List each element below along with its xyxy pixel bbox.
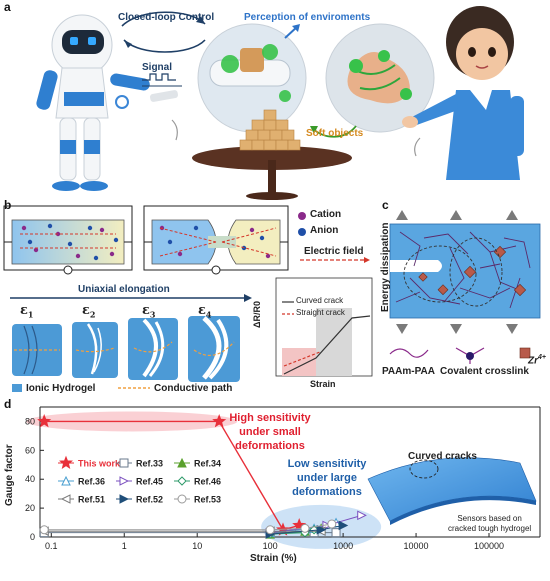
data-point-ref-53 bbox=[39, 525, 49, 535]
ion-cell-unstretched bbox=[3, 205, 133, 275]
curved-crack-label: Curved crack bbox=[296, 296, 344, 305]
panel-b-letter: b bbox=[4, 198, 12, 212]
y-tick-label: 40 bbox=[25, 474, 35, 484]
y-tick-label: 20 bbox=[25, 503, 35, 513]
high-sensitivity-label: High sensitivity under small deformation… bbox=[229, 412, 311, 452]
panel-c-letter: c bbox=[382, 198, 389, 212]
ionic-hydrogel-label: Ionic Hydrogel bbox=[26, 383, 96, 394]
sensors-label: Sensors based on cracked tough hydrogel bbox=[448, 514, 532, 533]
zr-label: Zr4+ bbox=[528, 354, 546, 367]
epsilon-3: ε3 bbox=[142, 303, 156, 320]
y-axis-label: Gauge factor bbox=[4, 444, 15, 506]
signal-arrow bbox=[123, 39, 206, 53]
series-line-ref-53 bbox=[44, 523, 332, 531]
electric-field-label: Electric field bbox=[304, 246, 364, 257]
legend-marker-ref-51 bbox=[60, 494, 71, 504]
sensor-sheet bbox=[367, 457, 537, 522]
data-point-this-work bbox=[292, 518, 307, 532]
legend-marker-this-work bbox=[59, 455, 73, 470]
conductive-path-label: Conductive path bbox=[154, 383, 233, 394]
data-point-ref-53 bbox=[327, 519, 337, 529]
boy-figure bbox=[402, 6, 524, 180]
cation-label: Cation bbox=[310, 209, 342, 220]
inset-x-label: Strain bbox=[310, 379, 336, 389]
covalent-crosslink-icon bbox=[455, 347, 485, 364]
data-point-this-work bbox=[37, 414, 52, 428]
legend-marker-ref-52 bbox=[119, 494, 130, 504]
straight-crack-label: Straight crack bbox=[296, 308, 345, 317]
table-top bbox=[192, 146, 352, 170]
closed-loop-label: Closed-loop Control bbox=[118, 12, 215, 23]
panel-a-illustration bbox=[36, 6, 524, 200]
anion-icon bbox=[298, 228, 306, 236]
data-point-ref-52 bbox=[338, 520, 349, 531]
legend-label-ref-33: Ref.33 bbox=[136, 459, 163, 469]
data-point-ref-33 bbox=[331, 528, 341, 538]
epsilon-2: ε2 bbox=[82, 303, 96, 320]
data-point-this-work bbox=[212, 414, 227, 428]
panel-b-illustration bbox=[3, 205, 373, 392]
data-point-ref-45 bbox=[357, 510, 367, 521]
uniaxial-label: Uniaxial elongation bbox=[78, 284, 170, 295]
legend-marker-ref-46 bbox=[177, 476, 187, 486]
legend-marker-ref-36 bbox=[61, 475, 71, 486]
y-tick-label: 80 bbox=[25, 416, 35, 426]
anion-label: Anion bbox=[310, 225, 339, 236]
legend-label-ref-53: Ref.53 bbox=[194, 495, 221, 505]
legend-marker-ref-45 bbox=[119, 476, 130, 486]
ion-cell-stretched bbox=[143, 205, 289, 275]
crack-strip-3 bbox=[128, 318, 178, 380]
legend-label-ref-46: Ref.46 bbox=[194, 477, 221, 487]
x-tick-label: 1 bbox=[122, 541, 127, 551]
zr-ion-icon bbox=[519, 347, 531, 359]
data-point-ref-52 bbox=[316, 524, 327, 535]
panel-d-letter: d bbox=[4, 397, 12, 411]
legend-marker-ref-53 bbox=[177, 494, 187, 504]
legend-marker-ref-33 bbox=[119, 458, 129, 468]
x-axis-label: Strain (%) bbox=[250, 553, 297, 564]
data-point-ref-53 bbox=[300, 523, 310, 533]
legend-marker-ref-34 bbox=[177, 457, 187, 468]
gauge-factor-chart: 0.1 1 10 100 1000 10000 100000 0 20 40 60 80Strain … bbox=[4, 406, 541, 564]
legend-label-ref-34: Ref.34 bbox=[194, 459, 221, 469]
legend-label-ref-36: Ref.36 bbox=[78, 477, 105, 487]
panel-c-network bbox=[389, 210, 541, 364]
curved-cracks-circle bbox=[409, 459, 439, 479]
crack-strip-4 bbox=[188, 316, 240, 382]
legend-label-this-work: This work bbox=[78, 459, 121, 469]
inset-y-label: ΔR/R0 bbox=[252, 301, 262, 328]
soft-objects-label: Soft objects bbox=[306, 128, 364, 139]
crack-strip-2 bbox=[72, 322, 118, 378]
x-tick-label: 100000 bbox=[474, 541, 504, 551]
paam-label: PAAm-PAA bbox=[382, 366, 435, 377]
soft-objects-pile bbox=[239, 109, 301, 151]
legend-label-ref-52: Ref.52 bbox=[136, 495, 163, 505]
crack-strip-1 bbox=[12, 324, 62, 376]
x-tick-label: 10 bbox=[192, 541, 202, 551]
series-line-this-work bbox=[44, 420, 300, 531]
ionic-hydrogel-swatch bbox=[12, 384, 22, 392]
curved-cracks-label: Curved cracks bbox=[408, 451, 477, 462]
x-tick-label: 0.1 bbox=[45, 541, 58, 551]
energy-dissipation-label: Energy dissipation bbox=[380, 222, 391, 312]
low-sensitivity-label: Low sensitivity under large deformations bbox=[287, 458, 367, 498]
epsilon-4: ε4 bbox=[198, 303, 212, 320]
resistance-inset-graph bbox=[275, 277, 373, 377]
data-point-ref-53 bbox=[265, 525, 275, 535]
cation-icon bbox=[298, 212, 306, 220]
robot-figure bbox=[36, 14, 179, 191]
signal-label: Signal bbox=[142, 62, 173, 73]
panel-a-letter: a bbox=[4, 0, 11, 14]
x-tick-label: 100 bbox=[263, 541, 278, 551]
epsilon-1: ε1 bbox=[20, 303, 34, 320]
covalent-label: Covalent crosslink bbox=[440, 366, 529, 377]
x-tick-label: 1000 bbox=[333, 541, 353, 551]
y-tick-label: 60 bbox=[25, 445, 35, 455]
y-tick-label: 0 bbox=[30, 532, 35, 542]
perception-label: Perception of enviroments bbox=[244, 12, 371, 23]
legend-label-ref-45: Ref.45 bbox=[136, 477, 163, 487]
legend-label-ref-51: Ref.51 bbox=[78, 495, 105, 505]
x-tick-label: 10000 bbox=[404, 541, 429, 551]
paam-icon bbox=[389, 348, 429, 358]
